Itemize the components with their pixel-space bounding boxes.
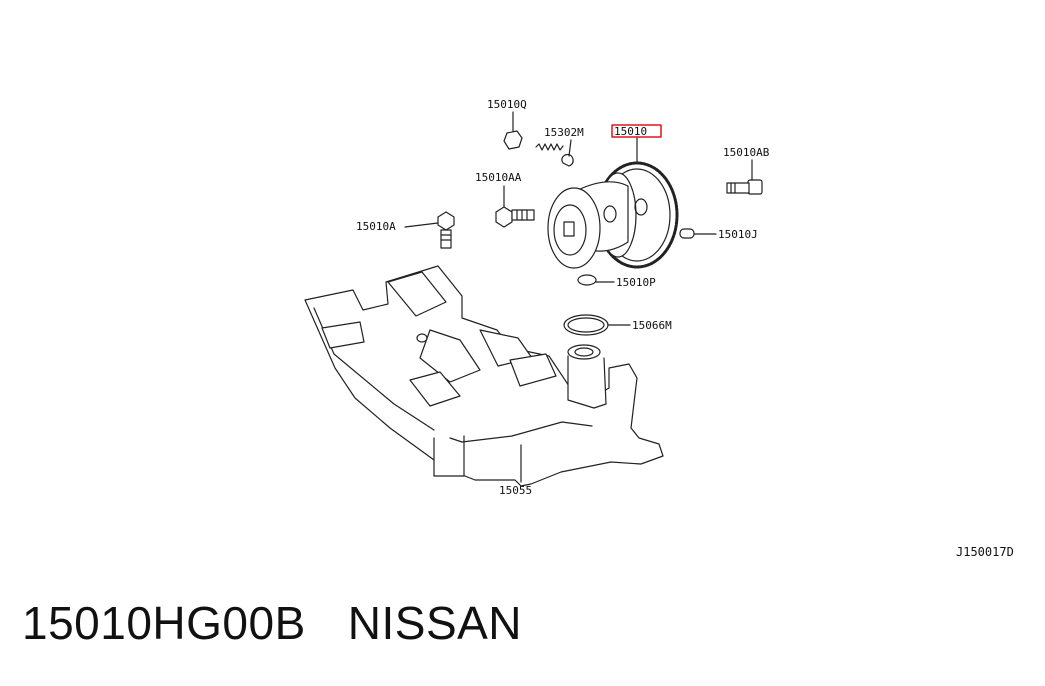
brand-name: NISSAN — [347, 597, 523, 649]
label-15010J: 15010J — [718, 228, 758, 241]
strainer-15055-drawing — [304, 265, 664, 487]
parts-diagram: 15010Q 15302M 15010 15010AB 15010AA 1501… — [304, 98, 1014, 559]
bolt-15010AB-drawing — [726, 159, 763, 195]
label-15010P: 15010P — [616, 276, 656, 289]
label-15010AA: 15010AA — [475, 171, 522, 184]
label-15302M: 15302M — [544, 126, 584, 139]
part-caption: 15010HG00B NISSAN — [22, 596, 522, 650]
label-15010AB: 15010AB — [723, 146, 770, 159]
pin-15010J-drawing — [679, 228, 717, 239]
oil-pump-15010-drawing — [547, 124, 679, 269]
o-ring-15066M-drawing — [563, 314, 631, 336]
plug-15010Q-drawing — [503, 111, 523, 150]
label-15010Q: 15010Q — [487, 98, 527, 111]
part-number: 15010HG00B — [22, 597, 306, 649]
label-15055: 15055 — [499, 484, 532, 497]
bolt-15010A-drawing — [404, 211, 455, 249]
spring-15302M-drawing — [535, 139, 574, 167]
label-15066M: 15066M — [632, 319, 672, 332]
cap-15010P-drawing — [577, 274, 615, 286]
bolt-15010AA-drawing — [495, 185, 535, 228]
part-labels: 15010Q 15302M 15010 15010AB 15010AA 1501… — [356, 98, 1014, 559]
diagram-reference-code: J150017D — [956, 545, 1014, 559]
label-15010: 15010 — [614, 125, 647, 138]
label-15010A: 15010A — [356, 220, 396, 233]
